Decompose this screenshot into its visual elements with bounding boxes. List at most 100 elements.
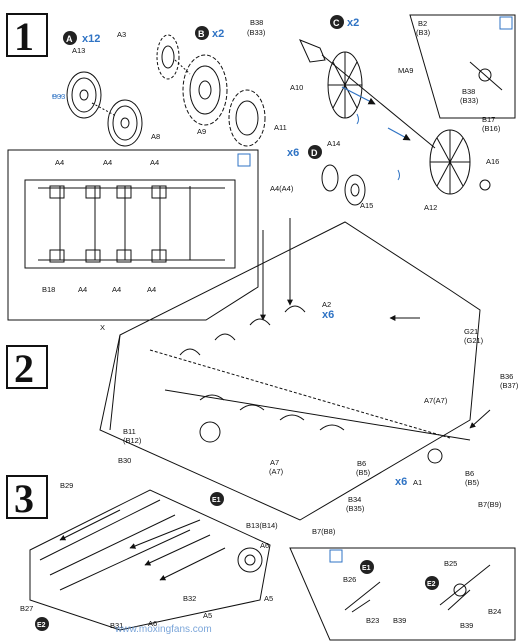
detail3-parts <box>344 564 491 613</box>
hull-side-detail <box>24 179 236 269</box>
svg-text:C: C <box>333 18 340 28</box>
svg-text:A4: A4 <box>150 158 159 167</box>
svg-text:(B3): (B3) <box>416 28 431 37</box>
svg-text:B6: B6 <box>357 459 366 468</box>
svg-text:B26: B26 <box>343 575 356 584</box>
step-box-3 <box>6 475 48 519</box>
svg-text:B11: B11 <box>123 427 136 436</box>
svg-text:B18: B18 <box>42 285 55 294</box>
svg-text:B31: B31 <box>110 621 123 630</box>
sprocket-a3 <box>156 34 180 80</box>
svg-text:D: D <box>311 148 318 158</box>
svg-text:B30: B30 <box>118 456 131 465</box>
glue-icon <box>329 549 343 563</box>
step2-arrows <box>260 218 491 429</box>
svg-text:B39: B39 <box>393 616 406 625</box>
svg-text:(B12): (B12) <box>123 436 142 445</box>
svg-text:x2: x2 <box>347 17 359 29</box>
glue-icon <box>397 169 400 181</box>
svg-text:B34: B34 <box>348 495 361 504</box>
svg-text:A16: A16 <box>486 157 499 166</box>
svg-text:B7(B8): B7(B8) <box>312 527 336 536</box>
glue-icon <box>356 113 359 125</box>
step-box-2 <box>6 345 48 389</box>
svg-text:(B37): (B37) <box>500 381 519 390</box>
subassembly-b-badge: B x2 <box>195 26 224 40</box>
svg-text:A6: A6 <box>148 619 157 628</box>
detail-box-e <box>289 547 516 641</box>
svg-text:x6: x6 <box>395 476 407 488</box>
svg-text:x6: x6 <box>322 309 334 321</box>
hull-front-assembly <box>29 489 271 631</box>
svg-text:(A7): (A7) <box>269 467 284 476</box>
svg-text:B36: B36 <box>500 372 513 381</box>
svg-text:A15: A15 <box>360 201 373 210</box>
svg-text:A10: A10 <box>290 83 303 92</box>
svg-text:B29: B29 <box>60 481 73 490</box>
svg-text:B24: B24 <box>488 607 501 616</box>
svg-text:MA9: MA9 <box>398 66 413 75</box>
svg-text:B27: B27 <box>20 604 33 613</box>
svg-text:A7: A7 <box>270 458 279 467</box>
svg-text:X: X <box>100 323 105 332</box>
svg-text:B25: B25 <box>444 559 457 568</box>
svg-text:B: B <box>198 29 205 39</box>
svg-text:(B16): (B16) <box>482 124 501 133</box>
glue-icon <box>499 16 513 30</box>
svg-text:A11: A11 <box>274 123 287 132</box>
svg-text:A14: A14 <box>327 139 340 148</box>
svg-text:A13: A13 <box>72 46 85 55</box>
step-box-1 <box>6 13 48 57</box>
svg-text:B2: B2 <box>418 19 427 28</box>
step3-part-labels: B30 B29 E1 A6 B32 A5 A6 B31 B27 E2 A5 <box>20 456 273 631</box>
detail3-labels: E1 E2 B26 B25 B23 B39 B24 B39 <box>343 559 501 630</box>
svg-text:x2: x2 <box>212 28 224 40</box>
svg-text:A5: A5 <box>264 594 273 603</box>
svg-text:A9: A9 <box>197 127 206 136</box>
svg-text:A3: A3 <box>117 30 126 39</box>
svg-text:(B5): (B5) <box>356 468 371 477</box>
svg-text:A8: A8 <box>151 132 160 141</box>
svg-text:A4: A4 <box>103 158 112 167</box>
svg-text:A2: A2 <box>322 300 331 309</box>
svg-text:E2: E2 <box>427 581 436 588</box>
svg-text:E2: E2 <box>37 622 46 629</box>
svg-text:B38: B38 <box>462 87 475 96</box>
svg-text:A7(A7): A7(A7) <box>424 396 448 405</box>
svg-text:B13(B14): B13(B14) <box>246 521 278 530</box>
svg-text:A6: A6 <box>260 541 269 550</box>
e2-badge: E2 <box>35 617 49 631</box>
svg-text:B32: B32 <box>183 594 196 603</box>
glue-icon <box>237 153 251 167</box>
step1-part-labels: A13 B33 A8 A3 A9 B38 (B33) A11 A10 B2 (B… <box>52 18 501 212</box>
svg-text:(B33): (B33) <box>460 96 479 105</box>
svg-text:B7(B9): B7(B9) <box>478 500 502 509</box>
svg-text:A4: A4 <box>78 285 87 294</box>
step2-part-labels: X A4(A4) A2 x6 G21 (G21) B36 (B37) A7(A7… <box>100 184 519 536</box>
subassembly-c-badge: C x2 <box>330 15 359 29</box>
svg-text:A4: A4 <box>112 285 121 294</box>
svg-text:A4(A4): A4(A4) <box>270 184 294 193</box>
svg-text:(B33): (B33) <box>247 28 266 37</box>
svg-text:(G21): (G21) <box>464 336 484 345</box>
svg-text:B6: B6 <box>465 469 474 478</box>
svg-text:B38: B38 <box>250 18 263 27</box>
svg-text:A1: A1 <box>413 478 422 487</box>
detail-box-c <box>409 14 516 119</box>
subassembly-d-badge: x6 D <box>287 145 322 159</box>
road-wheel-a14 <box>321 164 366 206</box>
svg-text:A4: A4 <box>147 285 156 294</box>
svg-text:A4: A4 <box>55 158 64 167</box>
svg-text:B17: B17 <box>482 115 495 124</box>
axle-arm <box>299 39 491 191</box>
svg-text:A5: A5 <box>203 611 212 620</box>
svg-text:(B35): (B35) <box>346 504 365 513</box>
detail-part-labels: A4 A4 A4 B18 A4 A4 A4 <box>42 158 159 294</box>
subassembly-a-badge: A x12 <box>63 31 100 45</box>
svg-text:x12: x12 <box>82 33 100 45</box>
watermark: www.moxingfans.com <box>114 624 212 635</box>
svg-text:(B5): (B5) <box>465 478 480 487</box>
svg-text:E1: E1 <box>362 565 371 572</box>
sprocket-a11 <box>228 89 266 147</box>
